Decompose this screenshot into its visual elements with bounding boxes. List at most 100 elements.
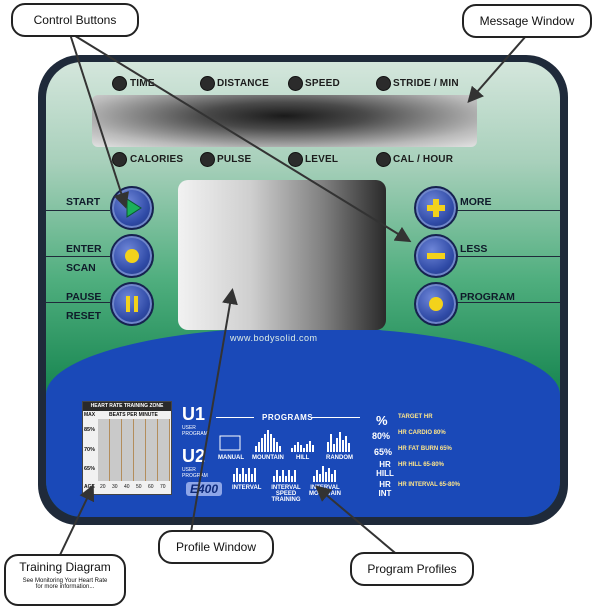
program-button[interactable]: [414, 282, 458, 326]
programs-rule-right: [312, 417, 360, 418]
program-interval: INTERVAL: [232, 485, 262, 491]
stride-led-icon: [376, 76, 391, 91]
hrz-grid: [98, 419, 170, 481]
dot-icon: [125, 249, 139, 263]
less-divider: [456, 256, 560, 257]
minus-icon: [427, 253, 445, 259]
reset-label: RESET: [66, 310, 102, 322]
interval-mountain-profile-icon: [313, 466, 336, 482]
callout-training-diagram: Training Diagram See Monitoring Your Hea…: [4, 554, 126, 606]
start-label: START: [66, 196, 101, 208]
indicator-pulse: PULSE: [217, 154, 252, 165]
indicator-distance: DISTANCE: [217, 78, 269, 89]
pause-reset-button[interactable]: [110, 282, 154, 326]
hrz-age-50: 50: [136, 484, 142, 490]
program-divider: [456, 302, 560, 303]
indicator-calories: CALORIES: [130, 154, 184, 165]
calories-led-icon: [112, 152, 127, 167]
legend-key-hill: HR HILL: [376, 460, 394, 478]
indicator-stride: STRIDE / MIN: [393, 78, 459, 89]
more-label: MORE: [460, 196, 492, 208]
pointer-profile: [189, 288, 238, 539]
hrz-age-70: 70: [160, 484, 166, 490]
program-manual: MANUAL: [218, 455, 244, 461]
hrz-age-60: 60: [148, 484, 154, 490]
programs-rule-left: [216, 417, 254, 418]
callout-profile-window: Profile Window: [158, 530, 274, 564]
callout-program-profiles: Program Profiles: [350, 552, 474, 586]
time-led-icon: [112, 76, 127, 91]
legend-title-target: TARGET HR: [398, 414, 433, 420]
hrz-title: HEART RATE TRAINING ZONE: [83, 402, 171, 411]
callout-control-buttons: Control Buttons: [11, 3, 139, 37]
dot-icon: [429, 297, 443, 311]
message-window-display: [92, 95, 477, 147]
hrz-age-40: 40: [124, 484, 130, 490]
interval-profile-icon: [233, 468, 256, 482]
callout-message-window: Message Window: [462, 4, 592, 38]
calhour-led-icon: [376, 152, 391, 167]
pulse-led-icon: [200, 152, 215, 167]
interval-speed-profile-icon: [273, 470, 296, 482]
u1-label: U1: [182, 404, 206, 424]
mountain-profile-icon: [255, 430, 281, 452]
level-led-icon: [288, 152, 303, 167]
website-watermark: www.bodysolid.com: [230, 333, 318, 343]
pointer-message: [467, 35, 527, 104]
speed-led-icon: [288, 76, 303, 91]
u2-label: U2: [182, 446, 206, 466]
legend-title-hill: HR HILL 65-80%: [398, 462, 444, 468]
program-label: PROGRAM: [460, 291, 515, 303]
less-button[interactable]: [414, 234, 458, 278]
program-random: RANDOM: [326, 455, 353, 461]
hrz-row-65: 65%: [84, 466, 96, 472]
scan-label: SCAN: [66, 262, 96, 274]
hrz-max: MAX: [84, 412, 96, 418]
enter-label: ENTER: [66, 243, 102, 255]
hrz-age-30: 30: [112, 484, 118, 490]
indicator-time: TIME: [130, 78, 155, 89]
training-diagram-sub2: for more information...: [35, 584, 95, 590]
program-mountain: MOUNTAIN: [252, 455, 284, 461]
hrz-row-70: 70%: [84, 447, 96, 453]
legend-title-cardio: HR CARDIO 80%: [398, 430, 446, 436]
indicator-calhour: CAL / HOUR: [393, 154, 454, 165]
hrz-row-85: 85%: [84, 427, 96, 433]
legend-title-fatburn: HR FAT BURN 65%: [398, 446, 452, 452]
hill-profile-icon: [291, 441, 314, 452]
plus-icon: [427, 199, 445, 217]
pointer-control-start: [69, 33, 129, 209]
random-profile-icon: [327, 432, 350, 452]
programs-title: PROGRAMS: [262, 413, 314, 422]
pause-divider: [46, 302, 110, 303]
heart-rate-zone-chart: HEART RATE TRAINING ZONE MAX BEATS PER M…: [82, 401, 172, 495]
pointer-control-less: [71, 33, 412, 243]
hrz-bpm: BEATS PER MINUTE: [109, 412, 158, 418]
training-diagram-title: Training Diagram: [19, 560, 111, 574]
u1-sub: USER PROGRAM: [182, 425, 208, 437]
distance-led-icon: [200, 76, 215, 91]
pause-label: PAUSE: [66, 291, 102, 303]
u2-sub: USER PROGRAM: [182, 467, 208, 479]
more-button[interactable]: [414, 186, 458, 230]
indicator-level: LEVEL: [305, 154, 339, 165]
legend-key-target: %: [376, 413, 388, 428]
program-interval-speed: INTERVAL SPEED TRAINING: [271, 485, 301, 503]
legend-key-interval: HR INT: [378, 480, 392, 498]
indicator-speed: SPEED: [305, 78, 340, 89]
hrz-age-20: 20: [100, 484, 106, 490]
legend-key-cardio: 80%: [372, 431, 391, 441]
program-hill: HILL: [296, 455, 310, 461]
pointer-training: [59, 484, 95, 556]
legend-key-fatburn: 65%: [374, 447, 393, 457]
training-diagram-sub1: See Monitoring Your Heart Rate: [22, 578, 108, 584]
enter-scan-button[interactable]: [110, 234, 154, 278]
less-label: LESS: [460, 243, 488, 255]
enter-divider: [46, 256, 110, 257]
pause-icon: [126, 296, 138, 312]
legend-title-interval: HR INTERVAL 65-80%: [398, 482, 461, 488]
start-divider: [46, 210, 110, 211]
manual-profile-icon: [219, 435, 241, 451]
pointer-programs: [314, 485, 401, 558]
